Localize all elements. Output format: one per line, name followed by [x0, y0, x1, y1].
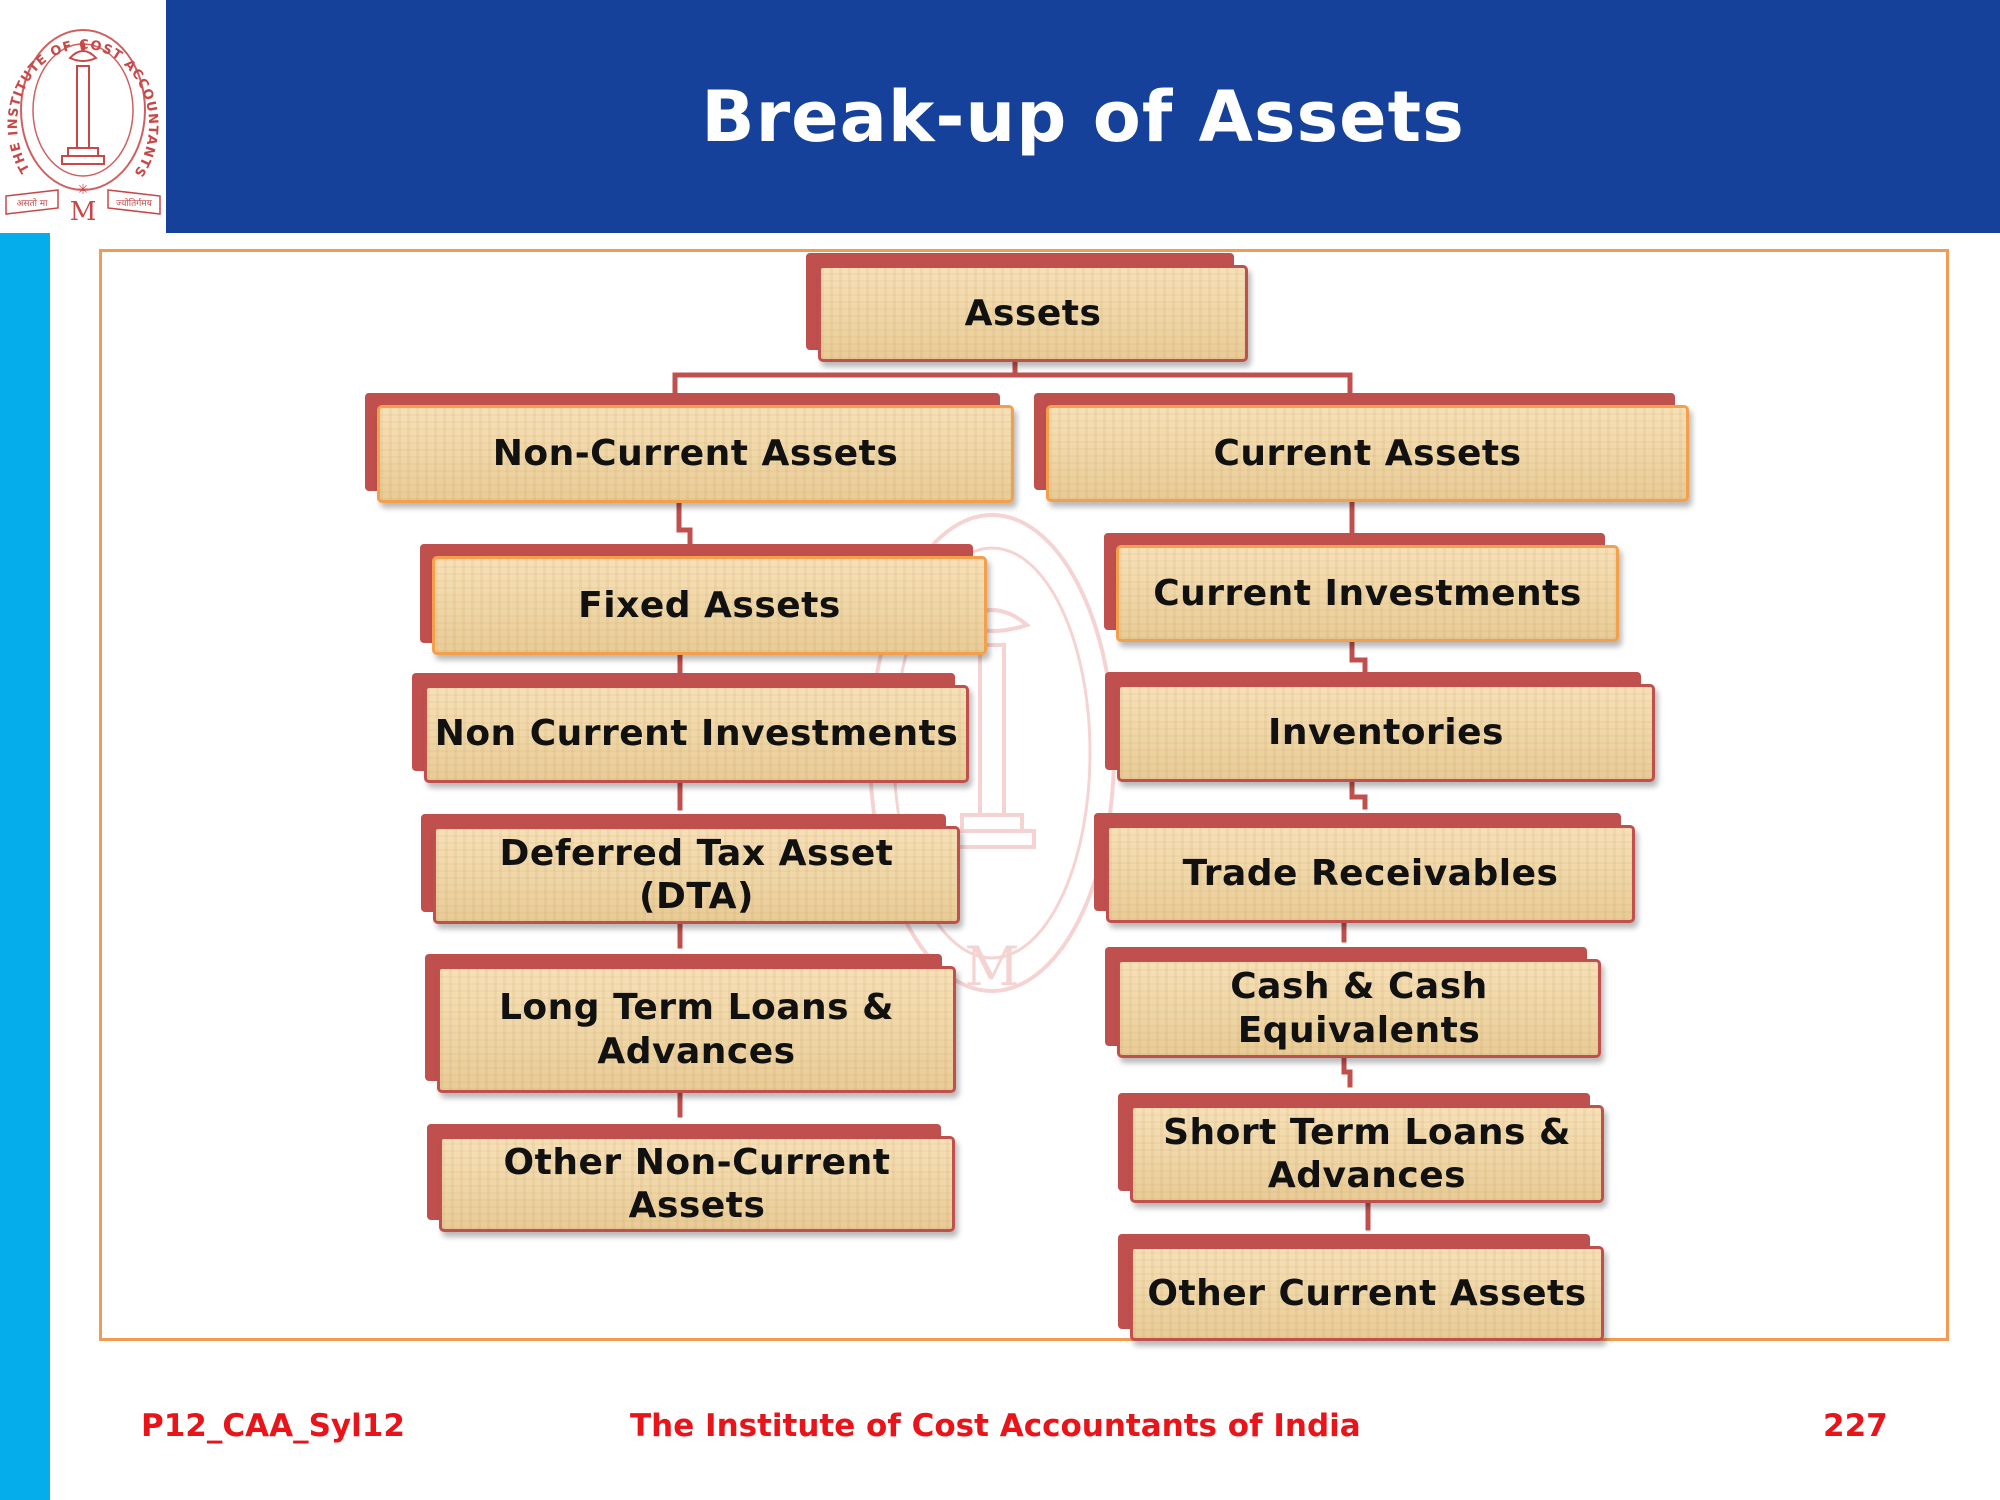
- node-other-current-assets: Other Current Assets: [1118, 1234, 1604, 1341]
- node-non-current-assets-label: Non-Current Assets: [492, 433, 899, 475]
- node-current-assets-label: Current Assets: [1213, 432, 1522, 474]
- node-short-term-loans: Short Term Loans & Advances: [1118, 1093, 1604, 1203]
- logo-monogram: M: [70, 197, 97, 227]
- logo-left-ribbon: असतो मा: [17, 197, 49, 209]
- node-long-term-loans-label: Long Term Loans & Advances: [498, 987, 895, 1072]
- node-inventories: Inventories: [1105, 672, 1655, 782]
- node-cash-equivalents: Cash & Cash Equivalents: [1105, 947, 1601, 1058]
- node-current-investments: Current Investments: [1104, 533, 1619, 642]
- node-short-term-loans-label: Short Term Loans & Advances: [1163, 1111, 1571, 1196]
- node-cash-equivalents-label: Cash & Cash Equivalents: [1230, 966, 1488, 1051]
- node-non-current-assets: Non-Current Assets: [365, 393, 1014, 503]
- logo-right-ribbon: ज्योतिर्गमय: [116, 197, 153, 209]
- node-other-non-current-assets: Other Non-Current Assets: [427, 1124, 955, 1232]
- page-title: Break-up of Assets: [701, 75, 1465, 158]
- left-accent-bar: [0, 233, 50, 1500]
- node-other-current-assets-label: Other Current Assets: [1147, 1272, 1587, 1314]
- node-non-current-investments-label: Non Current Investments: [434, 713, 959, 755]
- node-fixed-assets-label: Fixed Assets: [578, 584, 841, 626]
- node-long-term-loans: Long Term Loans & Advances: [425, 954, 956, 1093]
- node-current-assets: Current Assets: [1034, 393, 1689, 502]
- footer-page-number: 227: [1823, 1408, 1888, 1444]
- node-deferred-tax-asset: Deferred Tax Asset (DTA): [421, 814, 960, 924]
- institute-logo: THE INSTITUTE OF COST ACCOUNTANTS OF IND…: [0, 0, 166, 233]
- svg-text:✳: ✳: [77, 182, 89, 198]
- node-other-non-current-assets-label: Other Non-Current Assets: [503, 1141, 891, 1226]
- node-deferred-tax-asset-label: Deferred Tax Asset (DTA): [499, 832, 894, 917]
- node-non-current-investments: Non Current Investments: [412, 673, 969, 783]
- footer-code: P12_CAA_Syl12: [141, 1408, 405, 1444]
- watermark-monogram: M: [964, 935, 1019, 998]
- node-trade-receivables: Trade Receivables: [1094, 813, 1635, 923]
- node-assets: Assets: [806, 253, 1248, 362]
- diagram-frame: [99, 249, 1949, 1341]
- header-bar: [166, 0, 2000, 233]
- node-current-investments-label: Current Investments: [1153, 572, 1582, 614]
- node-assets-label: Assets: [964, 292, 1102, 334]
- node-inventories-label: Inventories: [1268, 712, 1504, 754]
- node-fixed-assets: Fixed Assets: [420, 544, 987, 655]
- footer-institute: The Institute of Cost Accountants of Ind…: [630, 1408, 1361, 1444]
- node-trade-receivables-label: Trade Receivables: [1182, 853, 1559, 895]
